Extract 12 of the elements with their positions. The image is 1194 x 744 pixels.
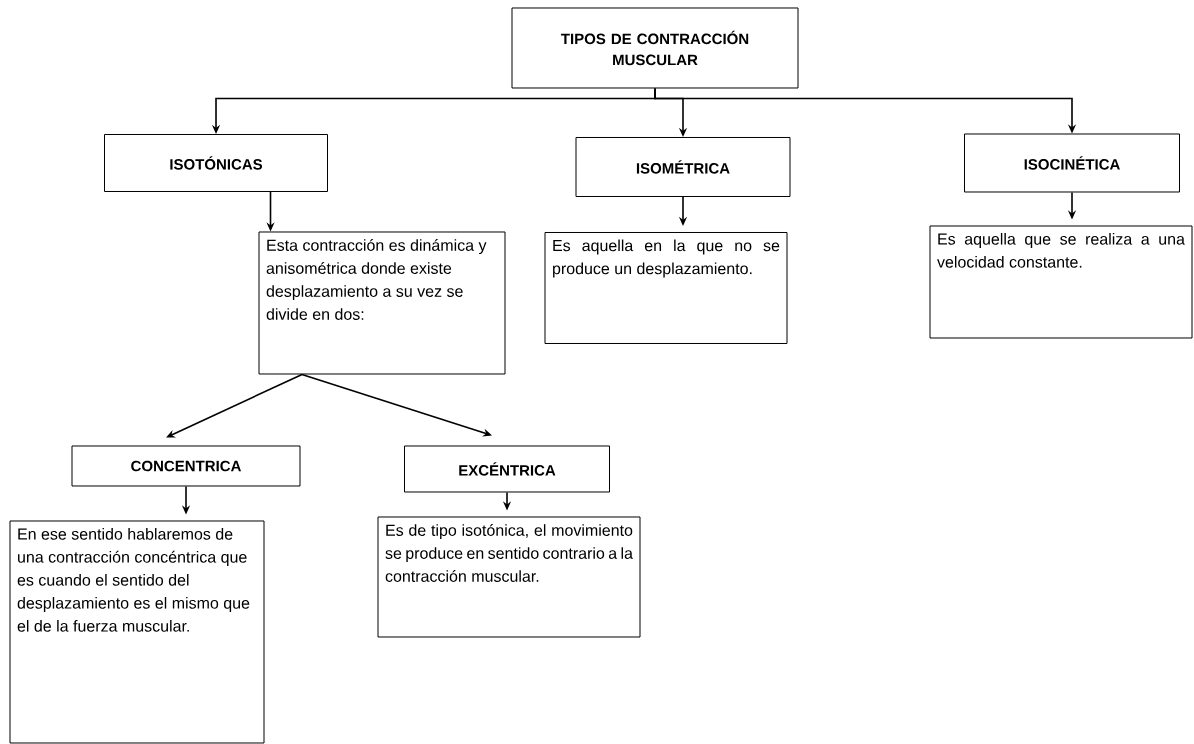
arrow [166,373,303,438]
title-box: ISOCINÉTICA [964,133,1180,193]
description-box: Esta contracción es dinámica y anisométrica donde existe desplazamiento a su vez se divide en dos: [258,231,506,375]
description-box: Es aquella en la que no se produce un desplazamiento. [544,232,788,344]
title-box: ISOTÓNICAS [104,134,328,192]
title-box: EXCÉNTRICA [404,445,610,493]
description-box: Es de tipo isotónica, el movimiento se produce en sentido contrario a la contracción muscular. [377,516,641,638]
title-box: TIPOS DE CONTRACCIÓN MUSCULAR [511,7,799,89]
description-box: Es aquella que se realiza a una velocidad constante. [929,225,1193,339]
description-box: En ese sentido hablaremos de una contracción concéntrica que es cuando el sentido del desplazamiento es el mismo que el de la fuerza muscular. [9,520,265,744]
title-box: ISOMÉTRICA [575,137,791,197]
title-box: CONCENTRICA [71,445,301,487]
